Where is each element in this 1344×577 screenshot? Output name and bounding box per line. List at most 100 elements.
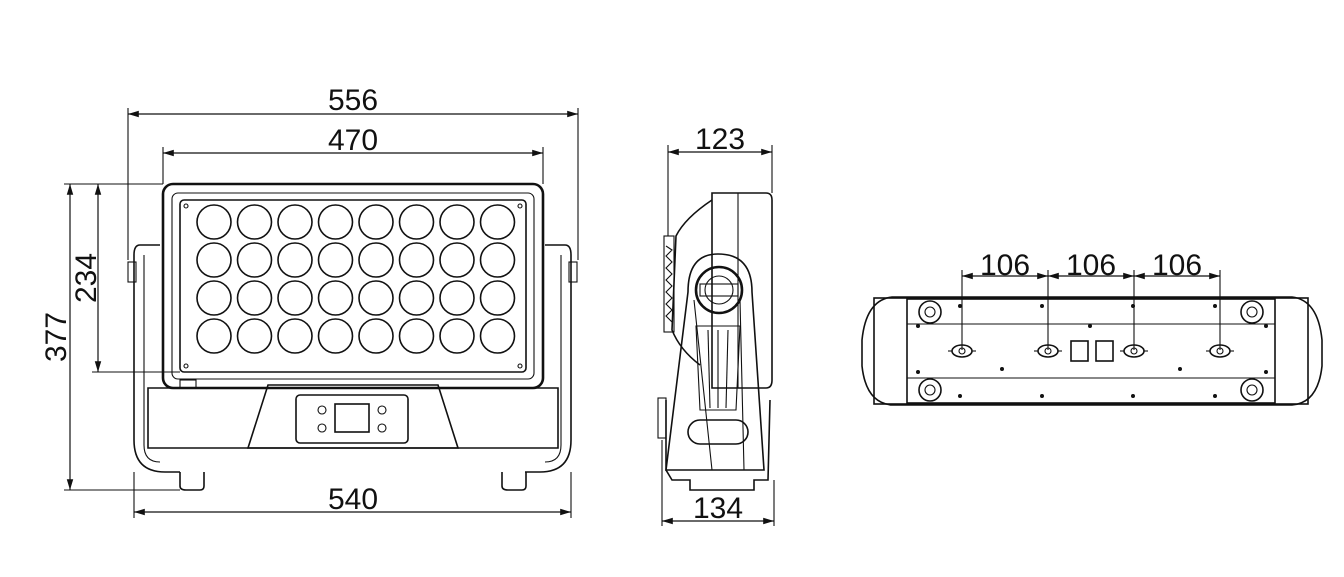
foot-right bbox=[501, 472, 527, 491]
bottom-frame bbox=[873, 297, 1309, 405]
led-lens bbox=[277, 280, 313, 316]
yoke-right-arm bbox=[525, 244, 572, 473]
screw bbox=[916, 370, 920, 374]
side-connector bbox=[657, 397, 667, 439]
foot bbox=[1240, 300, 1264, 324]
side-lens-fins bbox=[665, 245, 673, 323]
bottom-plate bbox=[906, 298, 1276, 404]
screw bbox=[1213, 304, 1217, 308]
led-lens bbox=[277, 318, 313, 354]
led-lens bbox=[236, 204, 273, 240]
led-lens bbox=[398, 318, 435, 354]
led-lens bbox=[317, 318, 354, 354]
side-handle-slot bbox=[687, 419, 749, 445]
dim-overall-height: 377 bbox=[40, 312, 73, 362]
led-lens bbox=[358, 242, 394, 278]
foot-inner bbox=[924, 306, 936, 318]
bottom-connector bbox=[1095, 340, 1114, 362]
dim-lens-width: 470 bbox=[328, 124, 378, 157]
front-view: 556 470 377 234 540 bbox=[40, 84, 579, 518]
side-tilt-knob bbox=[694, 265, 744, 315]
yoke-left-inner bbox=[143, 255, 161, 463]
head-bezel bbox=[171, 192, 535, 380]
led-lens bbox=[439, 280, 475, 316]
screw bbox=[517, 203, 523, 209]
led-lens bbox=[236, 318, 273, 354]
led-lens bbox=[358, 318, 394, 354]
head-housing bbox=[161, 182, 545, 390]
screw bbox=[1000, 367, 1004, 371]
led-lens bbox=[317, 242, 354, 278]
led-grid bbox=[196, 204, 516, 354]
foot bbox=[1240, 378, 1264, 402]
side-yoke-rib bbox=[725, 329, 729, 409]
bottom-outer-housing bbox=[861, 296, 1323, 406]
foot bbox=[918, 378, 942, 402]
led-lens bbox=[196, 280, 232, 316]
control-panel-housing bbox=[246, 384, 460, 449]
control-button bbox=[377, 423, 387, 433]
screw bbox=[916, 324, 920, 328]
yoke-right-inner bbox=[544, 255, 562, 463]
side-head-front bbox=[671, 199, 713, 366]
led-lens bbox=[196, 242, 232, 278]
foot-inner bbox=[924, 384, 936, 396]
foot-inner bbox=[1246, 306, 1258, 318]
led-lens bbox=[439, 204, 475, 240]
led-lens bbox=[358, 204, 394, 240]
bottom-screws bbox=[916, 304, 1268, 398]
base-body bbox=[147, 387, 559, 449]
dim-base-depth: 134 bbox=[693, 492, 743, 525]
lens-frame bbox=[179, 199, 527, 373]
led-lens bbox=[398, 280, 435, 316]
screw bbox=[1178, 367, 1182, 371]
led-lens bbox=[358, 280, 394, 316]
side-yoke-recess bbox=[695, 325, 741, 411]
side-base bbox=[665, 399, 771, 491]
side-yoke-rib bbox=[707, 329, 711, 409]
mounting-points bbox=[948, 344, 1234, 358]
side-head-housing bbox=[711, 192, 773, 389]
screw bbox=[958, 394, 962, 398]
led-lens bbox=[277, 204, 313, 240]
bottom-view: 106 106 106 bbox=[861, 249, 1323, 406]
led-lens bbox=[479, 242, 516, 278]
control-button bbox=[317, 423, 327, 433]
screw bbox=[1131, 394, 1135, 398]
led-lens bbox=[479, 280, 516, 316]
side-tilt-knob-inner bbox=[704, 275, 734, 305]
led-lens bbox=[196, 318, 232, 354]
foot bbox=[918, 300, 942, 324]
led-lens bbox=[236, 280, 273, 316]
control-button bbox=[377, 405, 387, 415]
led-lens bbox=[398, 242, 435, 278]
led-lens bbox=[317, 204, 354, 240]
screw bbox=[1213, 394, 1217, 398]
screw bbox=[1040, 304, 1044, 308]
yoke-right-knob bbox=[568, 261, 578, 283]
side-yoke-arm bbox=[665, 253, 765, 471]
screw bbox=[1088, 324, 1092, 328]
dim-overall-width: 556 bbox=[328, 84, 378, 117]
bottom-corner-feet bbox=[918, 300, 1264, 402]
dim-base-width: 540 bbox=[328, 483, 378, 516]
dim-lens-height: 234 bbox=[70, 253, 103, 303]
control-panel bbox=[295, 394, 409, 444]
display-screen bbox=[334, 403, 370, 433]
yoke-left-knob bbox=[127, 261, 137, 283]
side-view: 123 134 bbox=[657, 123, 775, 526]
led-lens bbox=[479, 204, 516, 240]
screw bbox=[517, 363, 523, 369]
screw bbox=[958, 304, 962, 308]
led-lens bbox=[479, 318, 516, 354]
dim-top-depth: 123 bbox=[695, 123, 745, 156]
led-lens bbox=[439, 318, 475, 354]
screw bbox=[1264, 370, 1268, 374]
foot-inner bbox=[1246, 384, 1258, 396]
led-lens bbox=[317, 280, 354, 316]
dim-spacing-1: 106 bbox=[980, 249, 1030, 282]
yoke-left-arm bbox=[133, 244, 180, 473]
led-lens bbox=[398, 204, 435, 240]
